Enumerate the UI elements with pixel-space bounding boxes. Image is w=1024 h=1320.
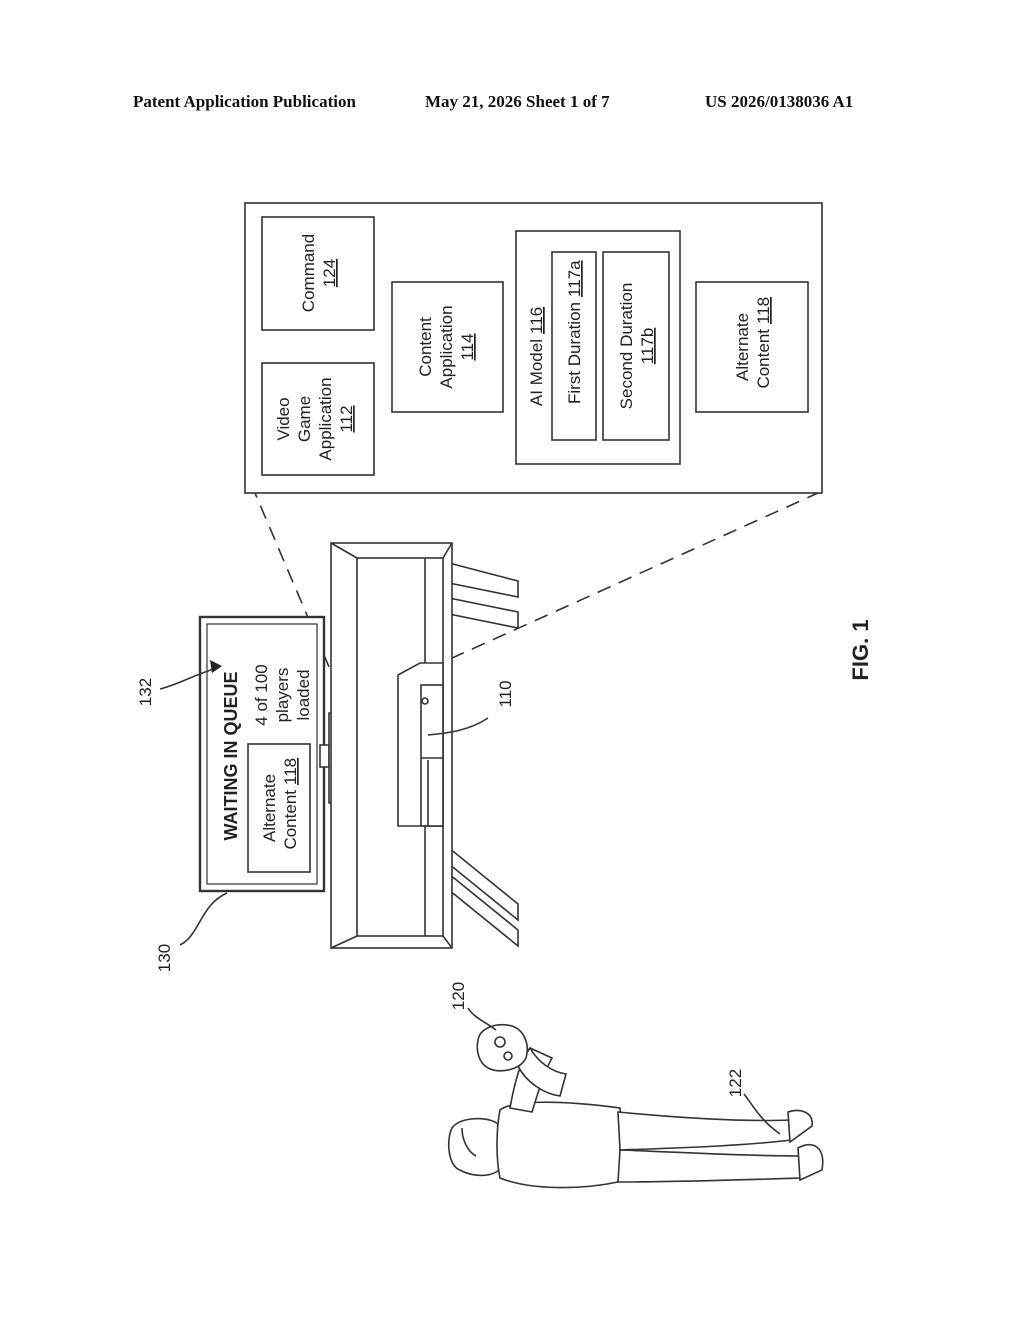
detail-alt-ref: 118	[754, 297, 773, 324]
video-game-line2: Game	[295, 396, 314, 442]
cabinet-leg-1	[449, 563, 518, 597]
ref-122: 122	[726, 1069, 745, 1097]
first-duration-label: First Duration	[565, 302, 584, 404]
figure-label: FIG. 1	[848, 619, 873, 680]
second-duration-label: Second Duration	[617, 283, 636, 410]
leader-130	[180, 893, 227, 945]
screen-alt-line2: Content	[281, 790, 300, 850]
screen-alt-ref: 118	[281, 758, 300, 785]
second-duration-ref: 117b	[638, 328, 657, 365]
ai-model-label: AI Model	[527, 339, 546, 406]
ref-120: 120	[449, 982, 468, 1010]
user-torso	[497, 1102, 621, 1187]
detail-alt-line1: Alternate	[733, 313, 752, 381]
command-box	[262, 217, 374, 330]
screen-alt-line1: Alternate	[260, 774, 279, 842]
ref-132: 132	[136, 678, 155, 706]
ref-110: 110	[496, 680, 515, 707]
content-app-line2: Application	[437, 305, 456, 388]
game-controller	[477, 1025, 527, 1071]
ai-model-ref: 116	[527, 307, 546, 334]
screen-alternate-content-box	[248, 744, 310, 872]
command-label: Command	[299, 234, 318, 312]
detail-alt-line2: Content	[754, 329, 773, 389]
game-console	[398, 663, 443, 826]
tv-display: WAITING IN QUEUE 4 of 100 players loaded…	[200, 617, 346, 891]
user-foot-back	[788, 1111, 812, 1142]
screen-status-line3: loaded	[294, 669, 313, 720]
command-ref: 124	[320, 259, 339, 287]
user-foot-front	[798, 1145, 823, 1180]
user-leg-back	[618, 1112, 792, 1150]
leader-120	[468, 1008, 496, 1030]
second-duration-box	[603, 252, 669, 440]
content-app-ref: 114	[458, 333, 477, 360]
content-app-line1: Content	[416, 317, 435, 377]
console-front	[421, 685, 443, 826]
ref-130: 130	[155, 944, 174, 972]
detail-alternate-content-box	[696, 282, 808, 412]
video-game-ref: 112	[337, 405, 356, 432]
screen-status-line1: 4 of 100	[252, 664, 271, 725]
video-game-line1: Video	[274, 397, 293, 440]
detail-callout: Video Game Application 112 Command 124 C…	[245, 203, 822, 493]
cabinet-leg-2	[449, 598, 518, 628]
user-figure	[449, 1025, 823, 1188]
video-game-line3: Application	[316, 377, 335, 460]
first-duration-ref: 117a	[565, 260, 584, 297]
user-leg-front	[618, 1150, 802, 1182]
screen-title: WAITING IN QUEUE	[221, 671, 241, 840]
tv-mount	[320, 745, 329, 767]
screen-status-line2: players	[273, 668, 292, 723]
